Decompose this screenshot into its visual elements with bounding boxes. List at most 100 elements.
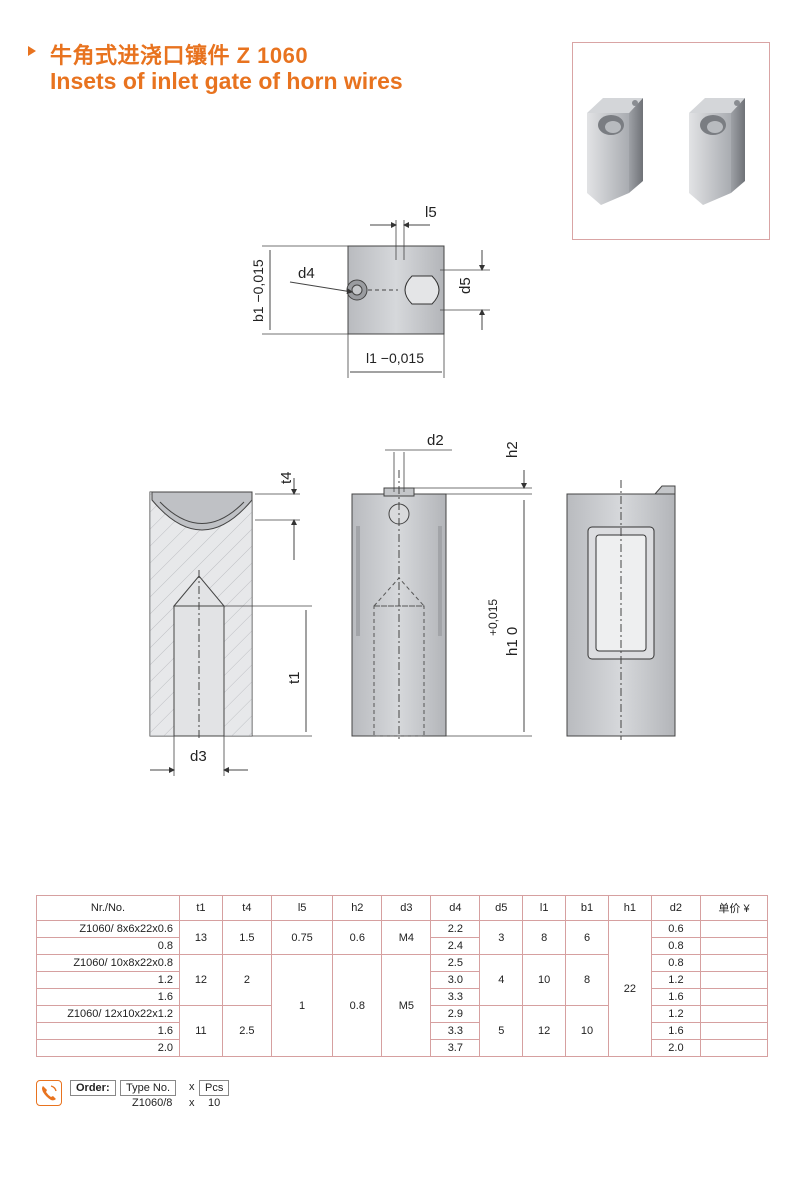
cell-d4: 3.0: [430, 971, 481, 989]
dim-d3: d3: [190, 748, 207, 765]
cell-t4: 2.5: [221, 1005, 272, 1057]
cell-d2: 1.2: [650, 1005, 702, 1023]
dim-l1: l1 −0,015: [366, 350, 424, 366]
section-view: [149, 478, 312, 776]
title-cn: 牛角式进浇口镶件 Z 1060: [50, 43, 309, 68]
cell-l1: 8: [522, 920, 567, 955]
order-label: Order:: [70, 1080, 116, 1096]
dim-b1: b1 −0,015: [250, 259, 266, 322]
cell-d5: 4: [479, 954, 524, 1006]
cell-t1: 12: [179, 954, 223, 1006]
top-view: [262, 220, 490, 378]
col-d2: d2: [650, 895, 702, 921]
cell-nr: 2.0: [36, 1039, 180, 1057]
table-row: 1.2 3.0 1.2: [36, 971, 768, 989]
cell-nr: Z1060/ 12x10x22x1.2: [36, 1005, 180, 1023]
cell-h2: 0.8: [332, 954, 383, 1057]
col-d4: d4: [430, 895, 481, 921]
pcs-value: 10: [208, 1097, 221, 1109]
table-row: 2.0 3.7 2.0: [36, 1039, 768, 1057]
col-t4: t4: [221, 895, 272, 921]
insert-photo-left: [587, 98, 643, 205]
col-price: 单价 ¥: [700, 895, 768, 921]
table-header: Nr./No. t1 t4 l5 h2 d3 d4 d5 l1 b1 h1 d2…: [36, 895, 768, 921]
cell-b1: 6: [565, 920, 609, 955]
cell-l1: 12: [522, 1005, 567, 1057]
table-row: 0.8 2.4 0.8: [36, 937, 768, 955]
cell-d2: 1.2: [650, 971, 702, 989]
spec-table: Nr./No. t1 t4 l5 h2 d3 d4 d5 l1 b1 h1 d2…: [36, 895, 768, 1057]
cell-t4: 1.5: [221, 920, 272, 955]
cell-d2: 1.6: [650, 988, 702, 1006]
cell-d2: 0.8: [650, 937, 702, 955]
type-no-value: Z1060/8: [132, 1097, 173, 1109]
cell-d4: 2.2: [430, 920, 481, 938]
cell-nr: Z1060/ 10x8x22x0.8: [36, 954, 180, 972]
cell-price: [700, 1005, 768, 1023]
col-l1: l1: [522, 895, 567, 921]
col-d3: d3: [381, 895, 432, 921]
cell-d4: 2.9: [430, 1005, 481, 1023]
cell-d2: 0.6: [650, 920, 702, 938]
cell-price: [700, 971, 768, 989]
phone-icon: [36, 1080, 62, 1106]
col-nr: Nr./No.: [36, 895, 180, 921]
front-view: [351, 449, 532, 740]
col-h1: h1: [607, 895, 652, 921]
dim-d5: d5: [457, 277, 474, 294]
cell-price: [700, 1039, 768, 1057]
times-sign: x: [189, 1081, 195, 1093]
cell-d3: M5: [381, 954, 432, 1057]
dim-d4: d4: [298, 265, 315, 282]
cell-d3: M4: [381, 920, 432, 955]
cell-price: [700, 954, 768, 972]
cell-d4: 2.4: [430, 937, 481, 955]
col-b1: b1: [565, 895, 609, 921]
cell-nr: 1.2: [36, 971, 180, 989]
product-photo: [572, 42, 770, 240]
cell-h1: 22: [607, 920, 652, 1057]
dim-h2: h2: [504, 441, 521, 458]
cell-d4: 3.3: [430, 988, 481, 1006]
pcs-label: Pcs: [199, 1080, 230, 1096]
cell-t4: 2: [221, 954, 272, 1006]
cell-b1: 8: [565, 954, 609, 1006]
cell-h2: 0.6: [332, 920, 383, 955]
cell-d4: 3.3: [430, 1022, 481, 1040]
insert-photo-right: [689, 98, 745, 205]
cell-nr: 1.6: [36, 988, 180, 1006]
cell-t1: 11: [179, 1005, 223, 1057]
cell-d2: 0.8: [650, 954, 702, 972]
col-d5: d5: [479, 895, 524, 921]
dim-d2: d2: [427, 432, 444, 449]
cell-nr: Z1060/ 8x6x22x0.6: [36, 920, 180, 938]
table-row: Z1060/ 12x10x22x1.2 11 2.5 2.9 5 12 10 1…: [36, 1005, 768, 1057]
dim-t1: t1: [286, 671, 303, 684]
cell-price: [700, 988, 768, 1006]
cell-d4: 2.5: [430, 954, 481, 972]
table-row: 1.6 3.3 1.6: [36, 988, 768, 1006]
table-row: Z1060/ 10x8x22x0.8 12 2 1 0.8 M5 2.5 4 1…: [36, 954, 768, 1057]
cell-price: [700, 920, 768, 938]
col-t1: t1: [179, 895, 223, 921]
cell-d2: 2.0: [650, 1039, 702, 1057]
cell-d2: 1.6: [650, 1022, 702, 1040]
cell-t1: 13: [179, 920, 223, 955]
side-view: [566, 480, 676, 740]
cell-b1: 10: [565, 1005, 609, 1057]
cell-d5: 3: [479, 920, 524, 955]
table-row: Z1060/ 8x6x22x0.6 13 1.5 0.75 0.6 M4 2.2…: [36, 920, 768, 1057]
cell-l1: 10: [522, 954, 567, 1006]
triangle-right-icon: [28, 46, 36, 56]
times-sign-2: x: [189, 1097, 195, 1109]
type-no-label: Type No.: [120, 1080, 177, 1096]
dim-l5: l5: [425, 204, 437, 221]
cell-nr: 0.8: [36, 937, 180, 955]
dim-h1-tol: +0,015: [486, 598, 500, 636]
col-l5: l5: [270, 895, 334, 921]
dim-t4: t4: [278, 471, 295, 484]
dim-h1: h1 0: [504, 626, 521, 656]
col-h2: h2: [332, 895, 383, 921]
technical-drawing: [149, 220, 676, 776]
cell-l5: 0.75: [270, 920, 334, 955]
